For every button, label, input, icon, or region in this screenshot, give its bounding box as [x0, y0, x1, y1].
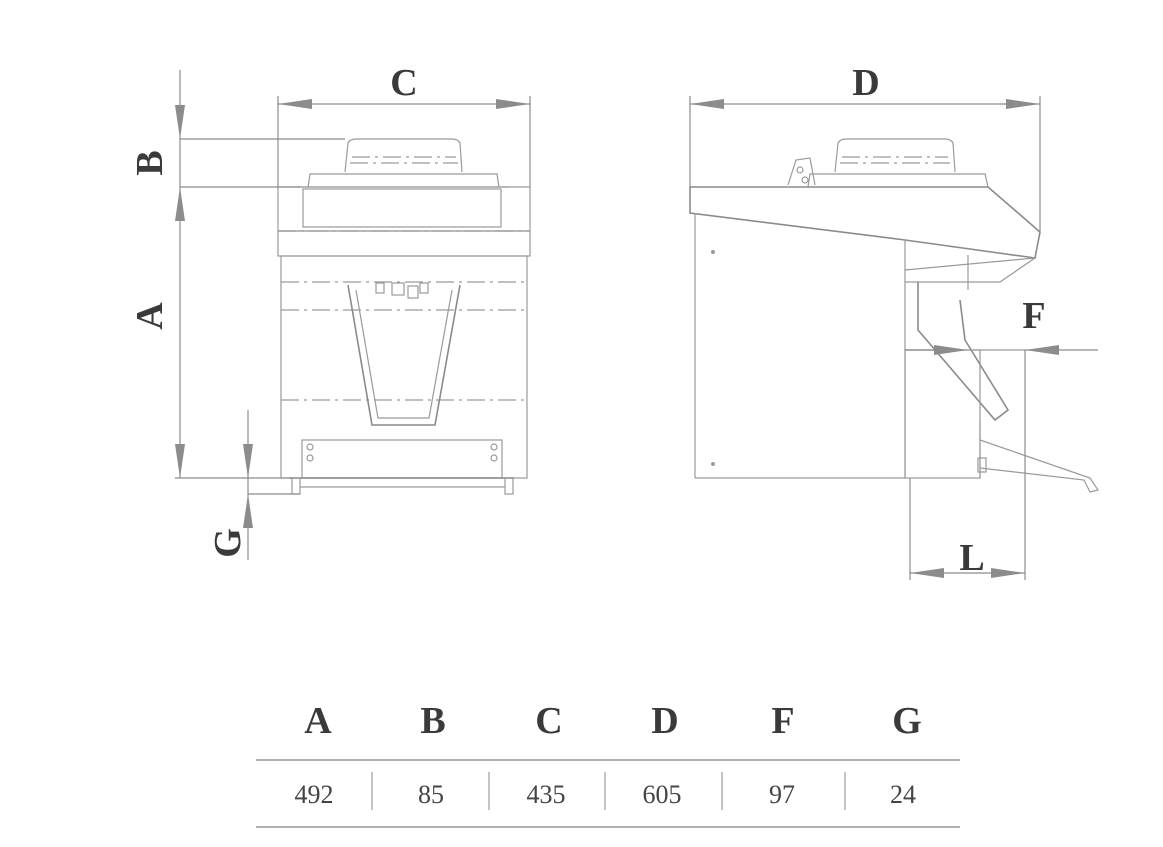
- table-value-c: 435: [527, 780, 566, 809]
- table-value-b: 85: [418, 780, 444, 809]
- table-value-f: 97: [769, 780, 795, 809]
- table-header-g: G: [892, 700, 922, 742]
- dimension-label-a: A: [129, 302, 171, 330]
- dimension-label-c: C: [390, 62, 417, 104]
- dimension-label-f: F: [1022, 295, 1045, 337]
- table-value-d: 605: [643, 780, 682, 809]
- table-header-d: D: [651, 700, 678, 742]
- table-header-b: B: [420, 700, 445, 742]
- table-value-g: 24: [890, 780, 916, 809]
- table-header-a: A: [304, 700, 332, 742]
- dimension-label-l: L: [959, 537, 984, 579]
- front-view: [277, 138, 531, 495]
- dimensions-table: A B C D F G 492 85 435 605 97 24: [256, 700, 960, 828]
- dimension-label-d: D: [852, 62, 879, 104]
- table-header-f: F: [771, 700, 794, 742]
- dimension-lines: [175, 70, 1098, 580]
- dimension-label-g: G: [207, 528, 249, 558]
- table-value-a: 492: [295, 780, 334, 809]
- table-header-c: C: [535, 700, 562, 742]
- dimension-label-b: B: [129, 150, 171, 175]
